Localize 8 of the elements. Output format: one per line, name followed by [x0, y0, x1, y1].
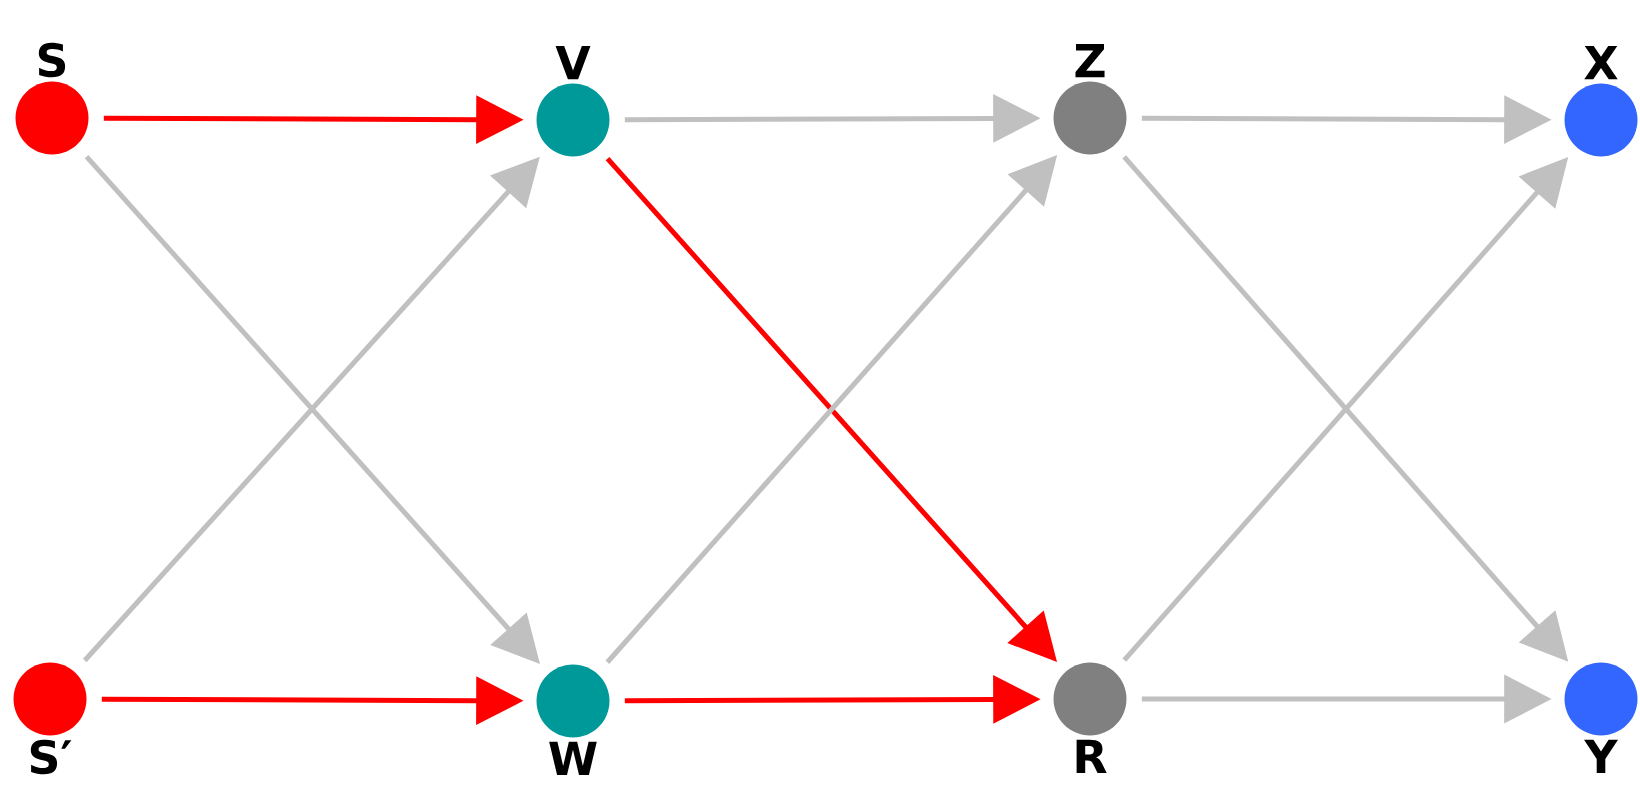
node-label: W: [549, 741, 597, 776]
node-label: Y: [1584, 739, 1619, 774]
node-label: R: [1076, 739, 1107, 774]
node-label: V: [555, 45, 591, 80]
node-label: S: [38, 42, 66, 78]
node-label: Z: [1075, 43, 1105, 78]
node-label: S′: [30, 739, 72, 775]
node-label: X: [1584, 45, 1618, 80]
